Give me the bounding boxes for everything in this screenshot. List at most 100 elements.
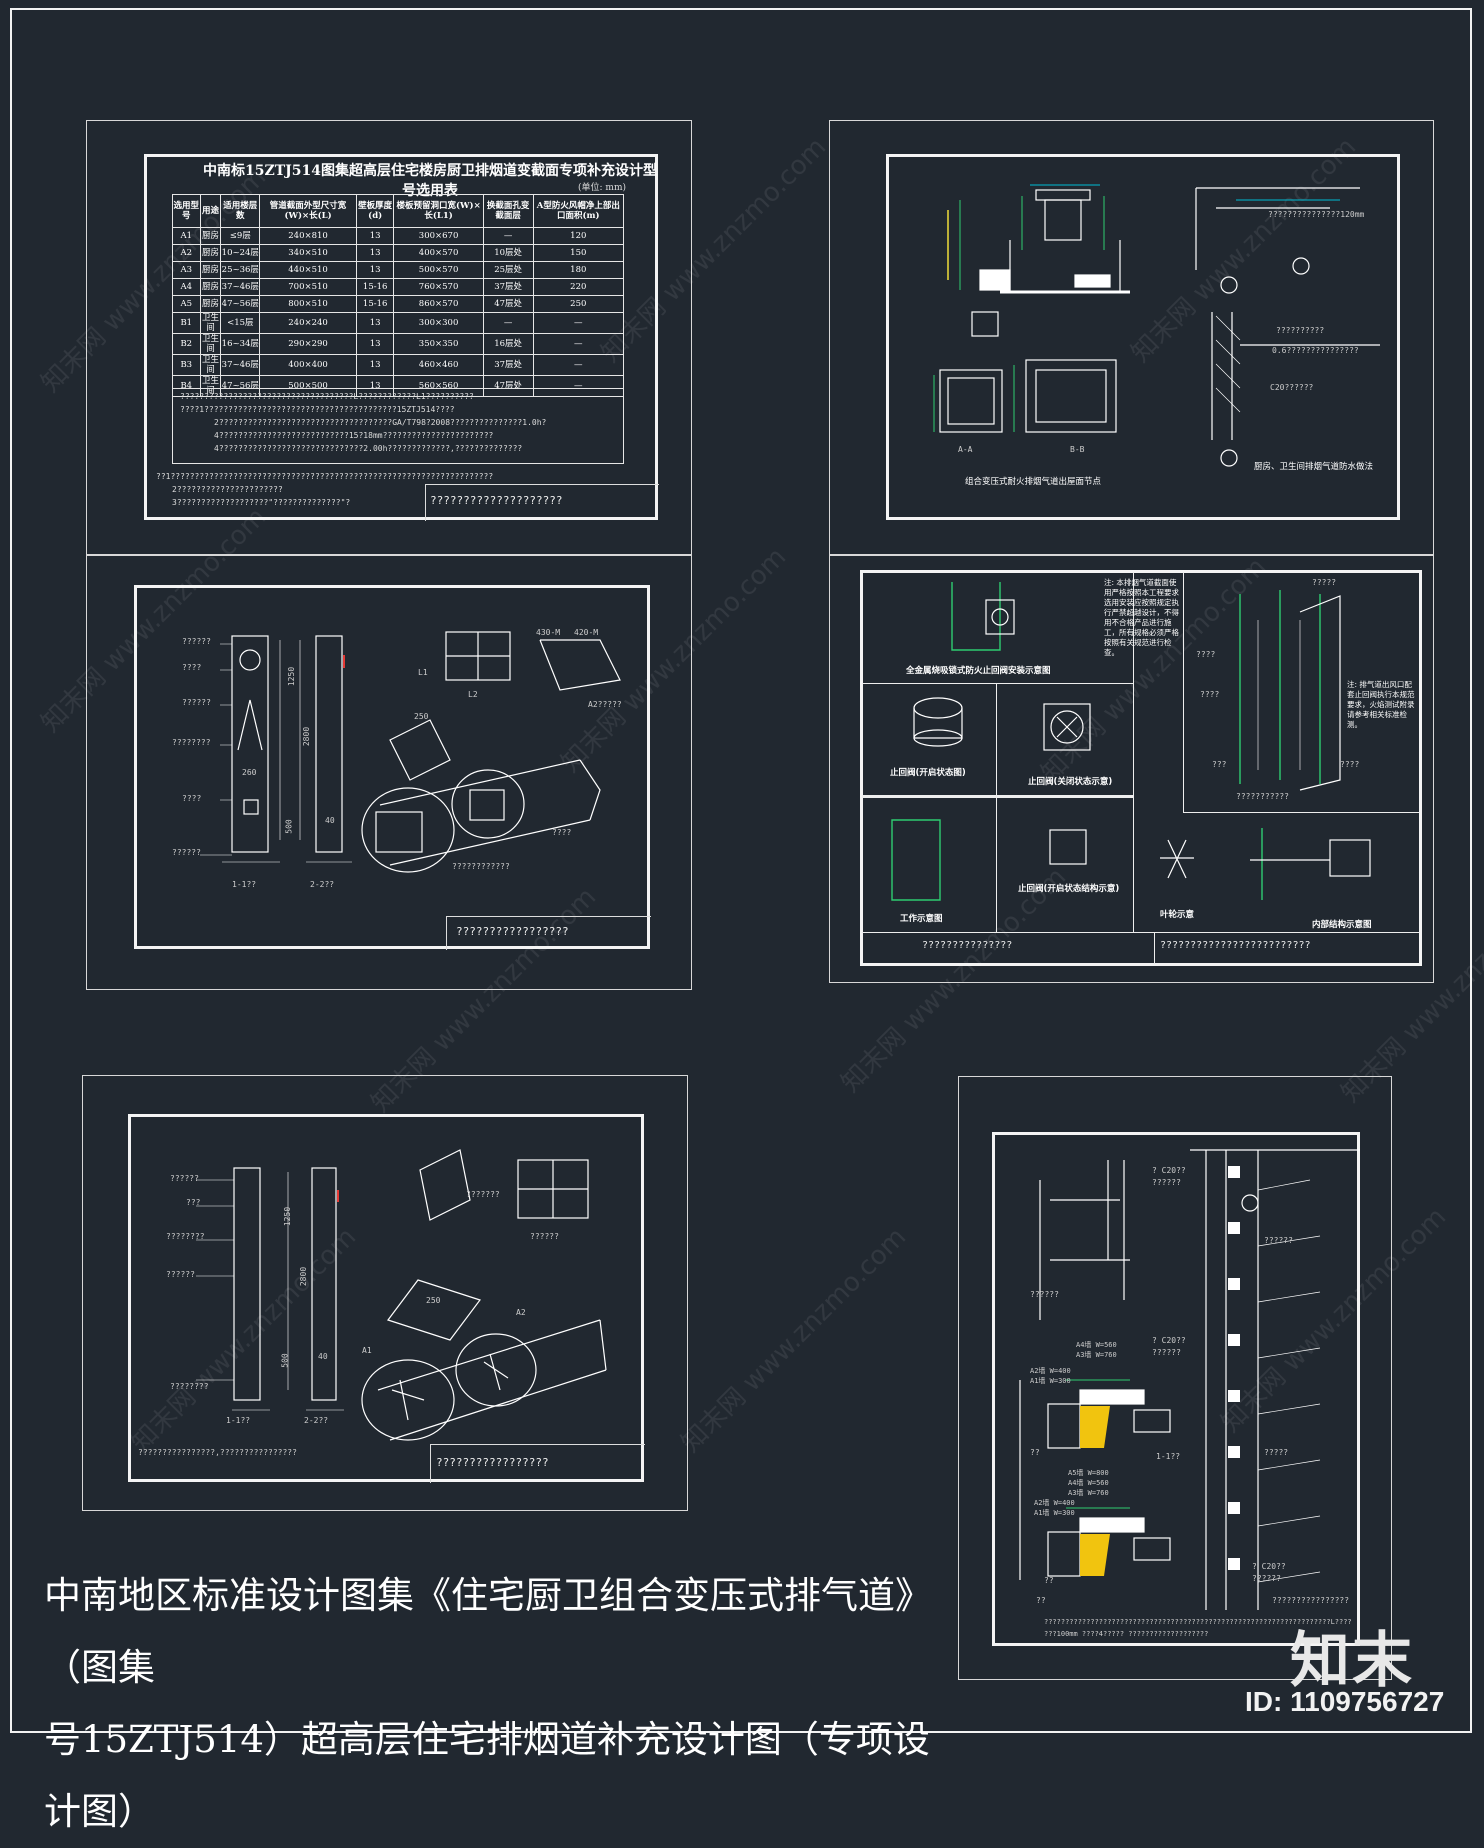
sheet-frame [992, 1132, 1360, 1646]
drawing-label: A1 [362, 1346, 372, 1355]
drawing-label: ?? [1030, 1448, 1040, 1457]
divider [1133, 572, 1134, 932]
drawing-caption: 厨房、卫生间排烟气道防水做法 [1254, 462, 1374, 472]
divider [862, 932, 1420, 933]
drawing-caption: 叶轮示意 [1160, 910, 1195, 920]
dimension-label: 250 [426, 1296, 441, 1305]
valve-note: 注: 排气道出风口配套止回阀执行本规范要求，火焰测试附录请参考相关标准检测。 [1347, 680, 1415, 729]
section-label: 2-2?? [310, 880, 335, 889]
note-line: 4??????????????????????????????2.00h????… [214, 444, 523, 453]
note-line: 3???????????????????"??????????????"? [172, 498, 351, 507]
drawing-label: A3墙 W=760 [1076, 1351, 1117, 1359]
drawing-label: A2 [516, 1308, 526, 1317]
drawing-label: ?????? [530, 1232, 559, 1241]
drawing-border [10, 8, 1472, 1733]
title-block [425, 484, 659, 521]
drawing-label: ???????????? [452, 862, 510, 871]
sheet-footer: ????????????????????????????????????????… [1044, 1618, 1352, 1626]
title-block-text: ??????????????? [922, 940, 1013, 951]
note-line: ??1?????????????????????????????????????… [156, 472, 494, 481]
table-cell: 500×500 [259, 375, 357, 397]
drawing-label: ? C20?? [1252, 1562, 1286, 1571]
drawing-label: A2墙 W=400 [1030, 1367, 1071, 1375]
table-cell: — [532, 375, 625, 397]
drawing-caption: 止回阀(关闭状态示意) [1028, 777, 1113, 787]
title-block-text: ????????????????????????? [1160, 940, 1311, 951]
drawing-caption: 止回阀(开启状态图) [890, 768, 966, 778]
drawing-label: ???? [182, 663, 202, 672]
drawing-label: ??? [1212, 760, 1227, 769]
drawing-caption: 工作示意图 [900, 914, 943, 924]
drawing-label: ??? [186, 1198, 201, 1207]
drawing-label: C20?????? [1270, 383, 1314, 392]
image-id: ID: 1109756727 [1245, 1686, 1445, 1717]
dimension-label: 250 [414, 712, 429, 721]
drawing-label: A2墙 W=400 [1034, 1499, 1075, 1507]
drawing-label: ???????? [170, 1382, 209, 1391]
drawing-label: ?? [1044, 1576, 1054, 1585]
sheet-wall-section [958, 1076, 1392, 1680]
drawing-label: L1 [418, 668, 428, 677]
drawing-label: ? C20?? [1152, 1336, 1186, 1345]
drawing-label: ?????? [182, 637, 211, 646]
drawing-label: ???????? [172, 738, 211, 747]
drawing-label: ?? [1036, 1596, 1046, 1605]
drawing-label: ???? [552, 828, 572, 837]
title-block-text: ????????????????? [436, 1456, 549, 1469]
dimension-label: 40 [318, 1352, 328, 1361]
roof-outlet-drawing [933, 184, 1380, 467]
drawing-label: ???????? [166, 1232, 205, 1241]
section-label: B-B [1070, 445, 1085, 454]
drawing-label: ??????????? [1236, 792, 1289, 801]
header-cell: 楼板预留洞口宽(W)×长(L1) [393, 194, 484, 228]
drawing-label: ?????? [1152, 1178, 1181, 1187]
table-footnotes: ??1?????????????????????????????????????… [156, 470, 493, 509]
sheet-footer: ????????????????,???????????????? [138, 1448, 297, 1457]
drawing-label: A1墙 W=300 [1034, 1509, 1075, 1517]
drawing-caption: 止回阀(开启状态结构示意) [1018, 884, 1120, 894]
dimension-label: 260 [242, 768, 257, 777]
wall-section-drawing [1019, 1149, 1360, 1610]
drawing-label: ?????? [172, 848, 201, 857]
drawing-label: A2????? [588, 700, 622, 709]
note-line: 2?????????????????????? [172, 485, 283, 494]
drawing-caption: 组合变压式耐火排烟气道出屋面节点 [965, 477, 1102, 487]
title-block [446, 916, 651, 950]
table-cell: 800×510 [259, 295, 357, 313]
note-line: 4???????????????????????????15?18mm?????… [214, 431, 494, 440]
header-cell: A型防火风帽净上部出口面积(m) [532, 194, 625, 228]
drawing-label: A4墙 W=560 [1068, 1479, 1109, 1487]
drawing-label: ?????? [1030, 1290, 1059, 1299]
section-label: A-A [958, 445, 973, 454]
drawing-label: ???? [182, 794, 202, 803]
table-cell: 560×560 [393, 375, 484, 397]
brand-logo: 知末 [1290, 1626, 1414, 1696]
drawing-label: ???? [1196, 650, 1216, 659]
drawing-label: ???? [1340, 760, 1360, 769]
drawing-label: ???????????????120mm [1268, 210, 1365, 219]
note-line: ????????????????????????????????????L???… [180, 392, 474, 401]
drawing-label: ????? [1312, 578, 1337, 587]
drawing-label: 0.6??????????????? [1272, 346, 1359, 355]
divider [996, 683, 997, 933]
drawing-label: ? C20?? [1152, 1166, 1186, 1175]
page-title-line: 号15ZTJ514）超高层住宅排烟道补充设计图（专项设计图） [44, 1718, 930, 1833]
duct-sections-b-drawing [196, 1149, 607, 1441]
table-notes: ????????????????????????????????????L???… [180, 390, 546, 455]
divider [1183, 572, 1184, 812]
sheet-duct-sections-b [82, 1075, 688, 1511]
drawing-label: ???? [1200, 690, 1220, 699]
page-title: 中南地区标准设计图集《住宅厨卫组合变压式排气道》（图集 号15ZTJ514）超高… [44, 1560, 944, 1848]
sheet-frame [860, 570, 1422, 966]
section-label: 1-1?? [226, 1416, 251, 1425]
dimension-label: 420-M [574, 628, 599, 637]
duct-sections-a-drawing [200, 631, 621, 873]
drawing-label: 1-1?? [1156, 1452, 1181, 1461]
title-block [430, 1444, 645, 1483]
drawing-label: L2 [468, 690, 478, 699]
section-label: ???????????????? [1272, 1596, 1350, 1605]
page-title-line: 中南地区标准设计图集《住宅厨卫组合变压式排气道》（图集 [44, 1574, 932, 1689]
note-line: 2????????????????????????????????????GA/… [214, 418, 547, 427]
